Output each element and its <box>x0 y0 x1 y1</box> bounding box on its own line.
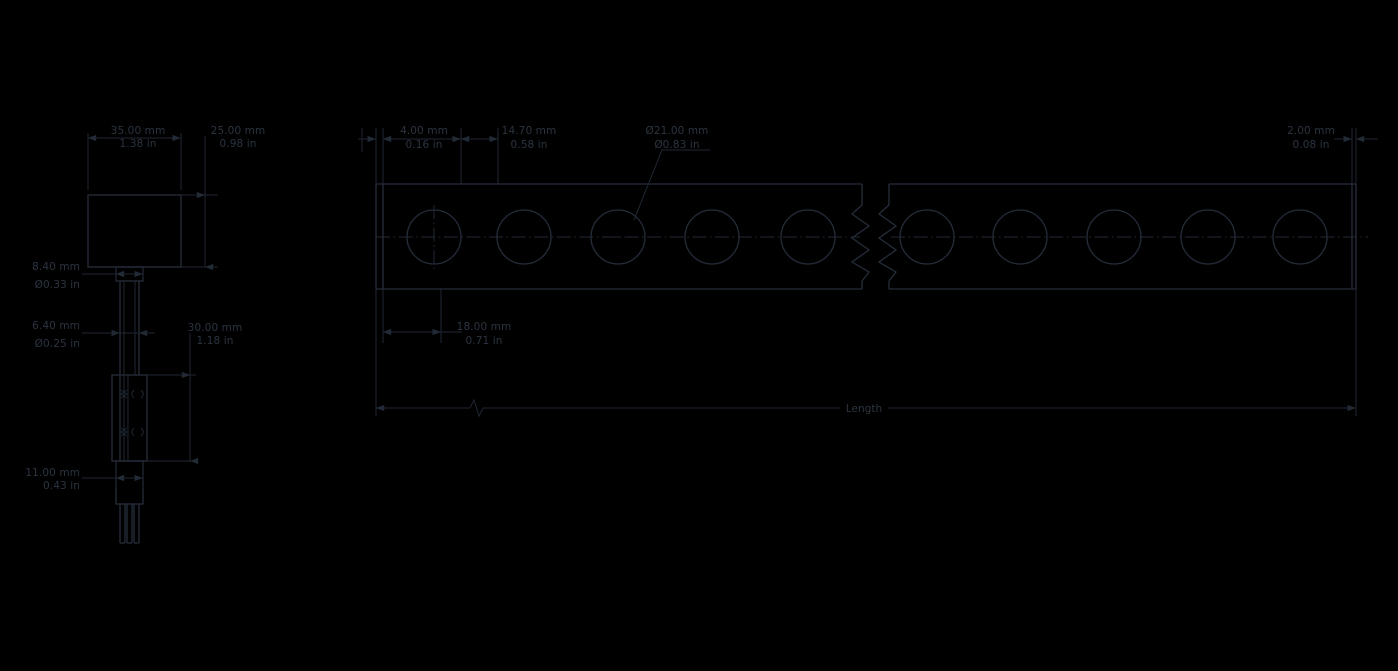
dim-height-25-mm: 25.00 mm <box>211 125 266 137</box>
hole <box>1180 209 1236 265</box>
dim-base-11-mm: 11.00 mm <box>25 467 80 479</box>
dim-edge-offset-4-in: 0.16 in <box>406 139 443 151</box>
dim-collar-8-40-mm: 8.40 mm <box>32 261 80 273</box>
dim-shaft-6-40-in: Ø0.25 in <box>35 338 80 350</box>
dim-hole-pitch-18-mm: 18.00 mm <box>457 321 512 333</box>
hole-group-left <box>406 209 836 265</box>
dim-left-wall-arrows <box>358 128 384 184</box>
dim-pitch-offset-14-70-in: 0.58 in <box>511 139 548 151</box>
dim-pitch-offset-14-70-mm: 14.70 mm <box>502 125 557 137</box>
dim-overall-length <box>375 289 1357 418</box>
hole <box>780 209 836 265</box>
dim-width-35-in: 1.38 in <box>120 138 157 150</box>
dim-height-25-in: 0.98 in <box>220 138 257 150</box>
dim-hole-pitch-18 <box>382 289 462 343</box>
hole <box>684 209 740 265</box>
break-symbol <box>850 184 898 289</box>
dim-hole-diameter-mm: Ø21.00 mm <box>645 125 708 137</box>
dim-width-35 <box>87 133 182 190</box>
dim-body-30-in: 1.18 in <box>197 335 234 347</box>
hole <box>1086 209 1142 265</box>
dim-body-30 <box>147 333 199 465</box>
sensor-head-rect <box>87 194 182 268</box>
dim-width-35-mm: 35.00 mm <box>111 125 166 137</box>
hole <box>899 209 955 265</box>
hole <box>992 209 1048 265</box>
dim-wall-thickness-2-mm: 2.00 mm <box>1287 125 1335 137</box>
dim-base-11-in: 0.43 in <box>43 480 80 492</box>
hole <box>1272 209 1328 265</box>
dim-edge-offset-4-mm: 4.00 mm <box>400 125 448 137</box>
right-view-group: 4.00 mm 0.16 in 14.70 mm 0.58 in Ø21.00 … <box>358 125 1378 418</box>
body-internal-symbols <box>120 389 144 437</box>
sensor-body-block <box>111 374 148 462</box>
dim-collar-8-40-in: Ø0.33 in <box>35 279 80 291</box>
dim-overall-length-label: Length <box>846 403 882 415</box>
dim-pitch-offset-14-70 <box>460 128 499 184</box>
hole <box>590 209 646 265</box>
hole-group-right <box>899 209 1328 265</box>
dim-wall-thickness-2-in: 0.08 in <box>1293 139 1330 151</box>
hole <box>496 209 552 265</box>
dim-height-25 <box>181 136 218 271</box>
leader-hole-diameter <box>633 149 710 221</box>
left-view-group: 35.00 mm 1.38 in 25.00 mm 0.98 in 8.40 m… <box>25 125 266 544</box>
sensor-lower-neck <box>115 460 144 505</box>
dim-shaft-6-40-mm: 6.40 mm <box>32 320 80 332</box>
dim-wall-thickness-2 <box>1334 128 1378 184</box>
dim-hole-diameter-in: Ø0.83 in <box>654 139 699 151</box>
dim-body-30-mm: 30.00 mm <box>188 322 243 334</box>
dim-hole-pitch-18-in: 0.71 in <box>466 335 503 347</box>
dim-collar-8-40 <box>82 267 144 281</box>
wire-leads-group <box>119 504 140 544</box>
dim-base-11 <box>82 461 144 488</box>
